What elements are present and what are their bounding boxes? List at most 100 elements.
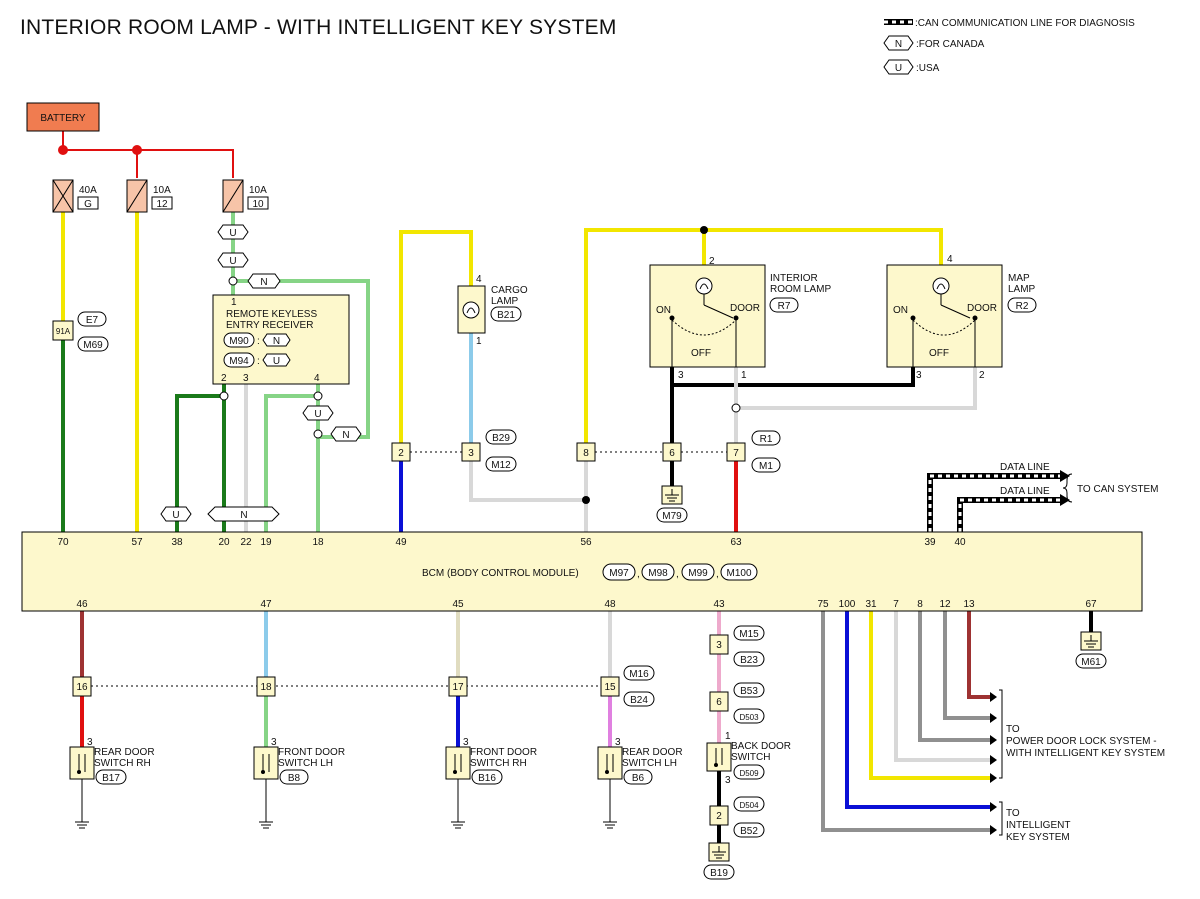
svg-text:3: 3 xyxy=(463,737,469,748)
ground-m61: M61 xyxy=(1075,631,1107,669)
remote-keyless-receiver: 1 REMOTE KEYLESS ENTRY RECEIVER M90 : N … xyxy=(212,294,350,385)
splice-dot xyxy=(219,391,229,401)
svg-text:TO: TO xyxy=(1006,724,1020,735)
connector-e7: E7 xyxy=(86,315,99,326)
legend-usa-tag: U xyxy=(895,63,902,74)
bcm-pin: 49 xyxy=(395,537,407,548)
svg-text:3: 3 xyxy=(916,370,922,381)
svg-text:4: 4 xyxy=(476,274,482,285)
svg-text:2: 2 xyxy=(716,811,722,822)
bcm-pin: 22 xyxy=(240,537,252,548)
bcm-pin: 39 xyxy=(924,537,936,548)
connector-m100: M100 xyxy=(726,568,751,579)
data-line-label: DATA LINE xyxy=(1000,462,1050,473)
connector-b52: B52 xyxy=(740,826,758,837)
bcm-pin: 67 xyxy=(1085,599,1097,610)
bcm-label: BCM (BODY CONTROL MODULE) xyxy=(422,568,579,579)
usa-tag: U xyxy=(229,256,236,267)
canada-tag: N xyxy=(260,277,267,288)
connector-d503: D503 xyxy=(739,713,759,722)
rear-door-switch-lh: 3 REAR DOOR SWITCH LH B6 xyxy=(597,737,683,829)
bcm-pin: 63 xyxy=(730,537,742,548)
connector-m12: M12 xyxy=(491,460,511,471)
bcm-pin: 56 xyxy=(580,537,592,548)
svg-text:3: 3 xyxy=(468,448,474,459)
fuse-40a: 40A G xyxy=(52,179,99,213)
bcm-pin: 57 xyxy=(131,537,143,548)
connector-m69: M69 xyxy=(83,340,103,351)
connector-m90: M90 xyxy=(229,336,249,347)
cargo-lamp: 4 CARGO LAMP B21 1 xyxy=(457,274,528,347)
splice-dot xyxy=(228,276,238,286)
connector-b8: B8 xyxy=(288,773,301,784)
splice-dot xyxy=(313,429,323,439)
battery: BATTERY xyxy=(26,102,100,132)
back-door-switch-label-2: SWITCH xyxy=(731,752,770,763)
front-door-switch-lh-label-2: SWITCH LH xyxy=(278,758,333,769)
cargo-label-2: LAMP xyxy=(491,296,519,307)
connector-d504: D504 xyxy=(739,801,759,810)
junction-91a: 91A E7 M69 xyxy=(52,311,109,352)
svg-text:ON: ON xyxy=(656,305,671,316)
bcm-pin: 20 xyxy=(218,537,230,548)
wires xyxy=(61,131,1093,843)
bcm-pin: 47 xyxy=(260,599,272,610)
usa-tag: U xyxy=(229,228,236,239)
connector-b21: B21 xyxy=(497,310,515,321)
svg-text:2: 2 xyxy=(398,448,404,459)
svg-text:7: 7 xyxy=(733,448,739,459)
back-door-switch: 1 3 BACK DOOR SWITCH D509 xyxy=(706,731,791,786)
connector-d509: D509 xyxy=(739,769,759,778)
svg-text:,: , xyxy=(676,569,679,580)
legend-canada-text: :FOR CANADA xyxy=(916,39,985,50)
svg-text:8: 8 xyxy=(583,448,589,459)
rear-door-switch-rh-label-1: REAR DOOR xyxy=(94,747,155,758)
dashed-links xyxy=(91,451,727,687)
canada-tag: N xyxy=(273,336,280,347)
svg-text:INTELLIGENT: INTELLIGENT xyxy=(1006,820,1070,831)
svg-text:3: 3 xyxy=(678,370,684,381)
svg-text:17: 17 xyxy=(452,682,464,693)
bcm-pin: 19 xyxy=(260,537,272,548)
front-door-switch-lh-label-1: FRONT DOOR xyxy=(278,747,345,758)
bcm-pin: 13 xyxy=(963,599,975,610)
front-door-switch-rh-label-1: FRONT DOOR xyxy=(470,747,537,758)
canada-tag: N xyxy=(240,510,247,521)
intelligent-key-label: TO INTELLIGENT KEY SYSTEM xyxy=(1006,808,1070,843)
svg-text:6: 6 xyxy=(716,697,722,708)
output-arrows xyxy=(990,692,997,835)
connector-b24: B24 xyxy=(630,695,648,706)
connector-b6: B6 xyxy=(632,773,645,784)
svg-text:DOOR: DOOR xyxy=(967,303,997,314)
connector-b23: B23 xyxy=(740,655,758,666)
rear-door-switch-rh-label-2: SWITCH RH xyxy=(94,758,151,769)
fuse-10a-12: 10A 12 xyxy=(126,179,173,213)
map-lamp-label-2: LAMP xyxy=(1008,284,1036,295)
middle-junctions: 2 3 B29 M12 8 6 7 R1 M1 M79 xyxy=(391,429,781,523)
rear-door-switch-lh-label-2: SWITCH LH xyxy=(622,758,677,769)
svg-text:3: 3 xyxy=(271,737,277,748)
svg-text:KEY SYSTEM: KEY SYSTEM xyxy=(1006,832,1070,843)
feed-tags: U U N U N U N xyxy=(160,224,362,522)
bcm-pin: 8 xyxy=(917,599,923,610)
connector-m79: M79 xyxy=(662,511,682,522)
front-door-switch-rh: 3 FRONT DOOR SWITCH RH B16 xyxy=(445,737,537,829)
splice-dot xyxy=(700,226,708,234)
bcm-pin: 46 xyxy=(76,599,88,610)
back-door-switch-label-1: BACK DOOR xyxy=(731,741,791,752)
canada-tag: N xyxy=(342,430,349,441)
map-lamp-label-1: MAP xyxy=(1008,273,1030,284)
svg-text:18: 18 xyxy=(260,682,272,693)
svg-text:DOOR: DOOR xyxy=(730,303,760,314)
bcm-pin: 7 xyxy=(893,599,899,610)
svg-text:,: , xyxy=(716,569,719,580)
svg-text:WITH INTELLIGENT KEY SYSTEM: WITH INTELLIGENT KEY SYSTEM xyxy=(1006,748,1165,759)
svg-text:POWER DOOR LOCK SYSTEM -: POWER DOOR LOCK SYSTEM - xyxy=(1006,736,1157,747)
keyless-label-1: REMOTE KEYLESS xyxy=(226,309,317,320)
legend-can-text: :CAN COMMUNICATION LINE FOR DIAGNOSIS xyxy=(915,18,1135,29)
interior-lamp-label-2: ROOM LAMP xyxy=(770,284,831,295)
front-door-switch-lh: 3 FRONT DOOR SWITCH LH B8 xyxy=(253,737,345,829)
fuse-10-rating: 10A xyxy=(249,185,267,196)
svg-text:6: 6 xyxy=(669,448,675,459)
